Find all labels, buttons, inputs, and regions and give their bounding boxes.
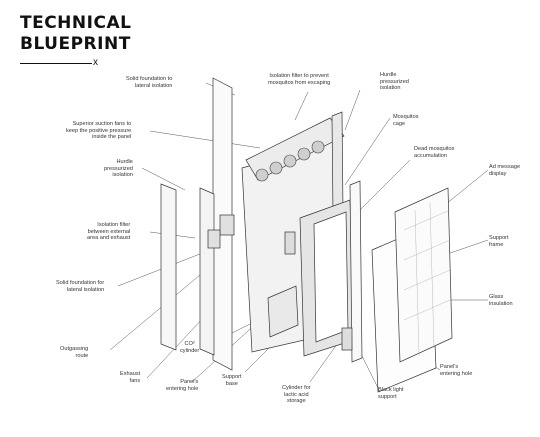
glass-grid xyxy=(403,202,451,356)
label-isolation-filter-between: Isolation filter between external area a… xyxy=(87,222,131,242)
label-hurdle-pressurized-left: Hurdle pressurized isolation xyxy=(104,159,133,179)
superior-fan-housing xyxy=(245,117,345,181)
co2-cylinder xyxy=(284,231,296,255)
cage-inner-frame xyxy=(313,211,349,343)
label-black-light: Black light support xyxy=(378,387,404,400)
isolation-filter-panel xyxy=(199,187,215,356)
support-base xyxy=(267,285,299,338)
exhaust-fan-right xyxy=(207,229,221,249)
fan-5-icon xyxy=(311,140,325,154)
label-isolation-filter-prevent: Isolation filter to prevent mosquitos fr… xyxy=(268,73,331,86)
label-superior-fans: Superior suction fans to keep the positi… xyxy=(66,121,132,141)
lactic-cylinder xyxy=(341,327,353,351)
title-underline xyxy=(20,63,92,64)
label-co2-cylinder: CO² cylinder xyxy=(180,341,200,354)
fan-2-icon xyxy=(269,161,283,175)
fan-1-icon xyxy=(255,168,269,182)
label-cylinder-lactic: Cylinder for lactic acid storage xyxy=(282,385,311,405)
label-support-base: Support base xyxy=(222,374,242,387)
label-outgassing-route: Outgassing route xyxy=(60,346,89,359)
panel-assembly xyxy=(160,77,453,393)
fan-4-icon xyxy=(297,147,311,161)
label-support-frame: Support frame xyxy=(489,235,509,248)
label-ad-message: Ad message display xyxy=(489,164,521,177)
label-exhaust-fans: Exhaust fans xyxy=(120,371,141,384)
label-dead-mosquitos: Dead mosquitos accumulation xyxy=(414,146,455,159)
label-panel-entering-left: Panel's entering hole xyxy=(166,379,199,392)
label-solid-foundation-bottom: Solid foundation for lateral isolation xyxy=(56,280,105,293)
fan-row xyxy=(255,140,325,182)
title-blueprint: BLUEPRINT xyxy=(20,34,131,54)
label-panel-entering-right: Panel's entering hole xyxy=(440,364,473,377)
support-frame xyxy=(394,187,453,363)
fan-3-icon xyxy=(283,154,297,168)
label-glass-insulation: Glass insulation xyxy=(489,294,513,307)
title-technical: TECHNICAL xyxy=(20,13,132,33)
exhaust-fan-left xyxy=(219,214,235,236)
label-mosquitos-cage: Mosquitos cage xyxy=(393,114,419,127)
hurdle-left-panel xyxy=(160,183,177,351)
dead-mosquito-panel xyxy=(349,180,363,363)
label-hurdle-pressurized-top: Hurdle pressurized isolation xyxy=(380,72,409,92)
label-solid-foundation-top: Solid foundation to lateral isolation xyxy=(126,76,173,89)
close-x-icon: x xyxy=(93,57,98,68)
